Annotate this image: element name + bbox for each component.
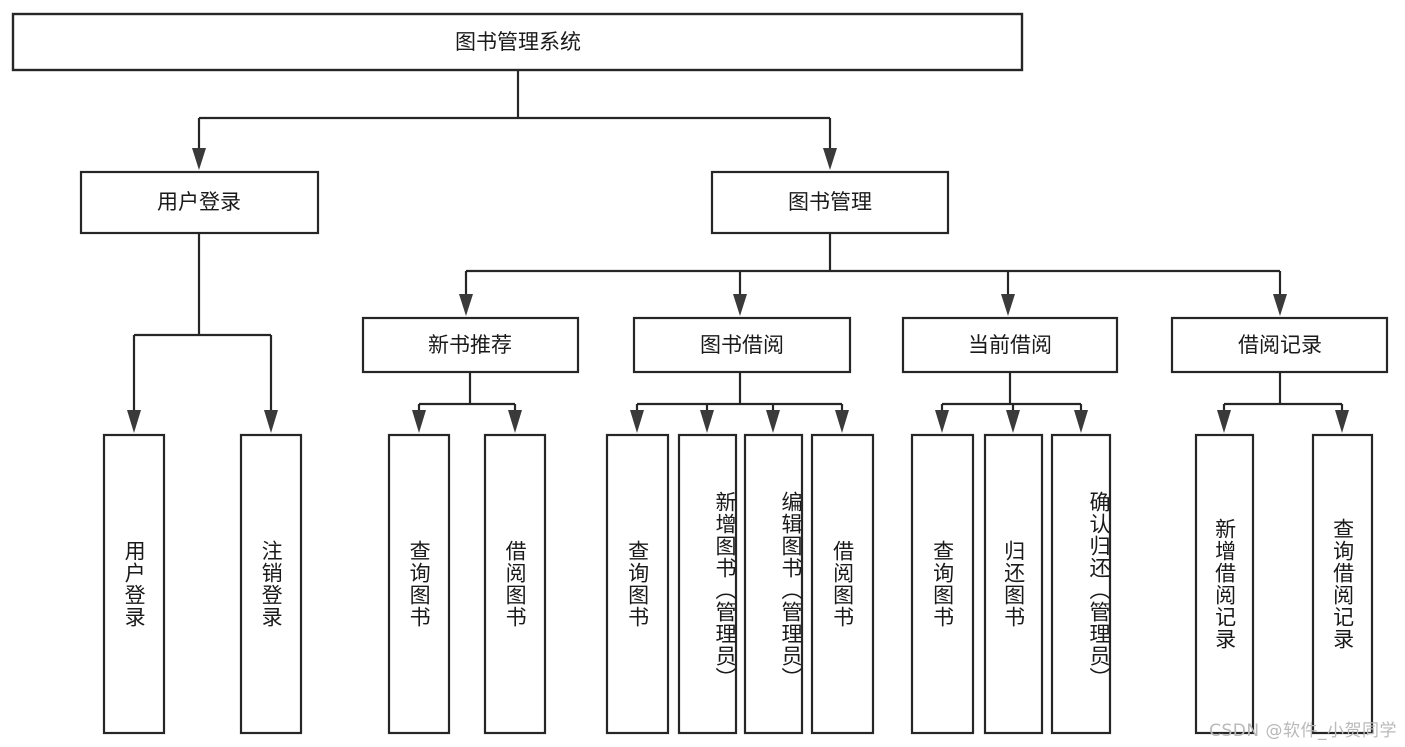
arrow-head-borrow-record xyxy=(1273,294,1287,316)
node-book-management[interactable]: 图书管理 xyxy=(710,170,950,235)
leaf-box-edit-book[interactable] xyxy=(743,433,804,735)
arrow-head-new-book-rec xyxy=(459,294,473,316)
leaf-box-group xyxy=(102,433,1374,735)
arrow-head-leaf-query-book-3 xyxy=(935,410,949,433)
node-root[interactable]: 图书管理系统 xyxy=(11,12,1024,72)
csdn-watermark: CSDN @软件_小贺同学 xyxy=(1209,721,1397,741)
arrow-head-leaf-add-borrow-record xyxy=(1217,410,1231,433)
arrow-head-leaf-logout xyxy=(264,410,278,433)
edge-group-user-login xyxy=(127,233,278,433)
node-book-borrow-box[interactable] xyxy=(632,316,852,374)
node-new-book-recommend[interactable]: 新书推荐 xyxy=(361,316,580,374)
leaf-box-logout[interactable] xyxy=(239,433,303,735)
leaf-box-query-book-3[interactable] xyxy=(910,433,975,735)
leaf-box-query-book-2[interactable] xyxy=(605,433,670,735)
node-current-borrow-box[interactable] xyxy=(901,316,1119,374)
arrow-head-leaf-borrow-book-2 xyxy=(835,410,849,433)
arrow-head-leaf-edit-book xyxy=(766,410,780,433)
edge-group-book-borrow xyxy=(630,372,849,433)
leaf-box-add-borrow-record[interactable] xyxy=(1194,433,1255,735)
arrow-head-leaf-add-book xyxy=(700,410,714,433)
arrow-head-leaf-confirm-return xyxy=(1074,410,1088,433)
node-user-login-label: 用户登录 xyxy=(157,190,241,214)
node-user-login[interactable]: 用户登录 xyxy=(79,170,320,235)
edge-group-book-mgmt xyxy=(459,233,1287,316)
arrow-head-leaf-return-book xyxy=(1006,410,1020,433)
leaf-box-return-book[interactable] xyxy=(983,433,1044,735)
leaf-box-confirm-return[interactable] xyxy=(1050,433,1112,735)
arrow-head-leaf-query-book-2 xyxy=(630,410,644,433)
node-book-management-label: 图书管理 xyxy=(788,190,872,214)
node-root-box[interactable] xyxy=(11,12,1024,72)
node-new-book-recommend-box[interactable] xyxy=(361,316,580,374)
node-borrow-record[interactable]: 借阅记录 xyxy=(1170,316,1389,374)
node-current-borrow-label: 当前借阅 xyxy=(968,333,1052,357)
edge-group-current-borrow xyxy=(935,372,1088,433)
leaf-box-borrow-book-1[interactable] xyxy=(483,433,547,735)
node-new-book-recommend-label: 新书推荐 xyxy=(428,333,512,357)
node-borrow-record-box[interactable] xyxy=(1170,316,1389,374)
node-borrow-record-label: 借阅记录 xyxy=(1238,333,1322,357)
arrow-head-user-login xyxy=(192,148,206,170)
arrow-head-current-borrow xyxy=(1001,294,1015,316)
node-root-label: 图书管理系统 xyxy=(455,30,581,54)
leaf-box-add-book[interactable] xyxy=(677,433,738,735)
arrow-head-book-borrow xyxy=(733,294,747,316)
leaf-box-user-login[interactable] xyxy=(102,433,166,735)
edge-group-borrow-record xyxy=(1217,372,1349,433)
node-book-borrow-label: 图书借阅 xyxy=(700,333,784,357)
node-user-login-box[interactable] xyxy=(79,170,320,235)
node-current-borrow[interactable]: 当前借阅 xyxy=(901,316,1119,374)
arrow-head-leaf-borrow-book-1 xyxy=(508,410,522,433)
edge-group-root xyxy=(192,70,837,170)
leaf-box-query-book-1[interactable] xyxy=(387,433,451,735)
arrow-head-book-mgmt xyxy=(823,148,837,170)
edge-group-new-book-rec xyxy=(412,372,522,433)
node-book-management-box[interactable] xyxy=(710,170,950,235)
node-book-borrow[interactable]: 图书借阅 xyxy=(632,316,852,374)
arrow-head-leaf-query-book-1 xyxy=(412,410,426,433)
arrow-head-leaf-user-login xyxy=(127,410,141,433)
arrow-head-leaf-query-borrow-record xyxy=(1335,410,1349,433)
leaf-box-query-borrow-record[interactable] xyxy=(1311,433,1374,735)
leaf-box-borrow-book-2[interactable] xyxy=(810,433,875,735)
